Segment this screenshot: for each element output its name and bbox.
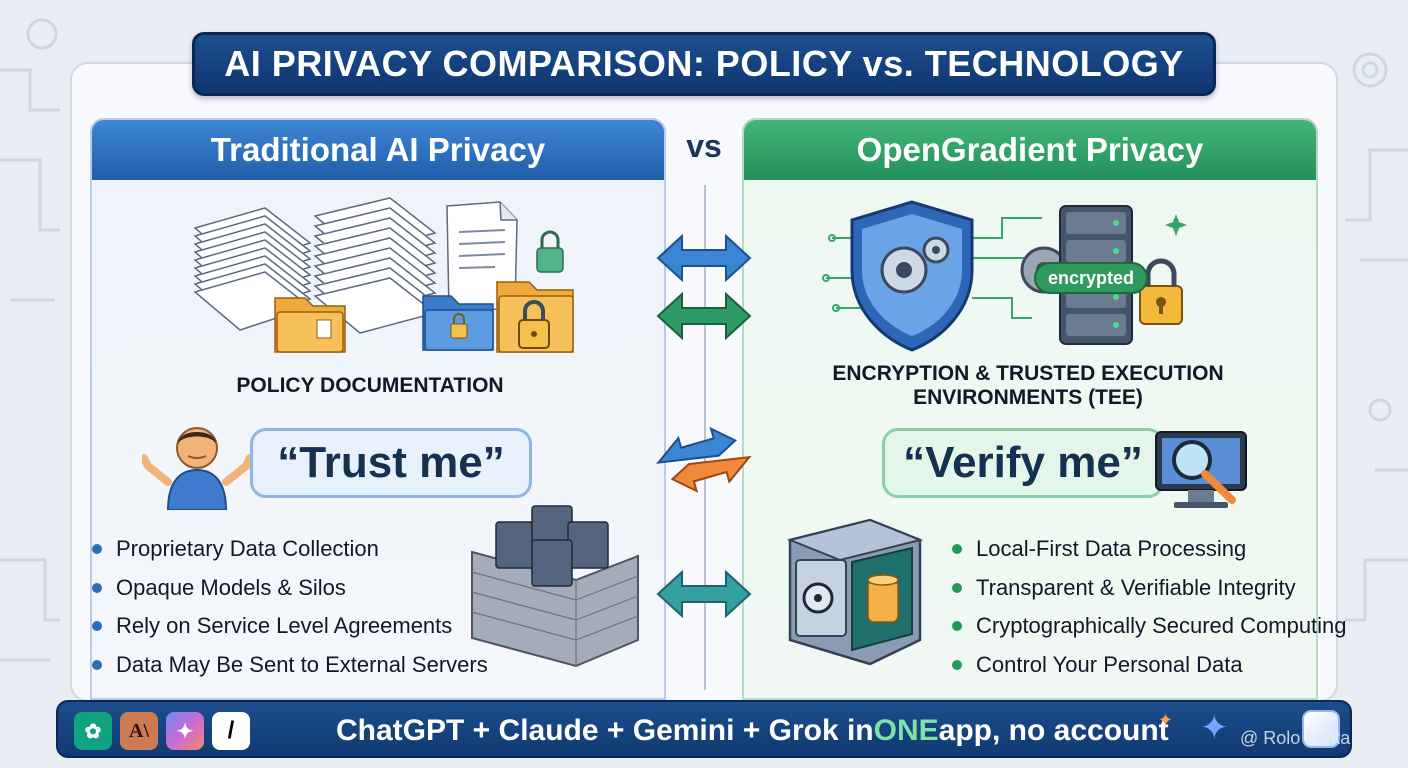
policy-documentation-caption: POLICY DOCUMENTATION: [236, 374, 504, 397]
monitor-magnifier-icon: [1155, 431, 1247, 508]
database-icon: [867, 574, 899, 623]
opengradient-panel: OpenGradient Privacy: [742, 118, 1318, 700]
bullet-dot: [92, 544, 102, 555]
encryption-tee-illustration: [822, 200, 1187, 352]
verify-me-bubble: “Verify me”: [882, 428, 1164, 498]
center-arrows: [655, 233, 752, 619]
list-item: Control Your Personal Data: [952, 646, 1347, 685]
claude-icon: A\: [120, 712, 158, 750]
double-arrow-3-icon: [656, 569, 752, 619]
sparkle-icon: ✦: [1158, 710, 1174, 730]
exchange-arrow-orange-icon: [670, 455, 752, 493]
secure-vault-icon: [786, 518, 924, 666]
opengradient-heading: OpenGradient Privacy: [744, 120, 1316, 180]
orange-folder-lock-icon: [496, 281, 574, 353]
orange-folder-icon: [274, 297, 346, 353]
small-padlock-icon: [536, 230, 564, 273]
shrugging-person-icon: [142, 427, 252, 510]
list-item: Rely on Service Level Agreements: [92, 607, 488, 646]
encryption-caption-line1: ENCRYPTION & TRUSTED EXECUTION: [832, 362, 1224, 385]
bullet-dot: [952, 659, 962, 670]
center-divider: [704, 185, 706, 690]
grok-icon: /: [212, 712, 250, 750]
policy-documents-illustration: [193, 197, 574, 353]
encrypted-tag: encrypted: [1034, 262, 1148, 294]
sparkle-icon: ✦: [1200, 709, 1229, 747]
page-title: AI PRIVACY COMPARISON: POLICY vs. TECHNO…: [192, 32, 1216, 96]
exchange-arrow-blue-icon: [655, 426, 737, 464]
bullet-dot: [952, 544, 962, 555]
list-item: Data May Be Sent to External Servers: [92, 646, 488, 685]
gemini-icon: ✦: [166, 712, 204, 750]
bullet-dot: [952, 621, 962, 632]
list-item: Local-First Data Processing: [952, 530, 1347, 569]
sparkle-icon: [1165, 214, 1187, 236]
bullet-dot: [92, 621, 102, 632]
bullet-dot: [92, 582, 102, 593]
watermark: @ Rolo Larka: [1240, 728, 1351, 748]
double-arrow-2-icon: [656, 291, 752, 341]
bullet-dot: [92, 659, 102, 670]
opengradient-bullet-list: Local-First Data Processing Transparent …: [952, 530, 1347, 684]
list-item: Opaque Models & Silos: [92, 569, 488, 608]
traditional-bullet-list: Proprietary Data Collection Opaque Model…: [92, 530, 488, 684]
blue-folder-lock-icon: [422, 295, 494, 351]
footer-banner[interactable]: ✿ A\ ✦ / ChatGPT + Claude + Gemini + Gro…: [56, 700, 1352, 758]
traditional-heading: Traditional AI Privacy: [92, 120, 664, 180]
padlock-icon: [1139, 258, 1183, 325]
shield-gear-icon: [850, 200, 974, 352]
footer-promo-text: ChatGPT + Claude + Gemini + Grok in ONE …: [336, 714, 1169, 747]
chatgpt-icon: ✿: [74, 712, 112, 750]
app-logo-icon: [1302, 710, 1340, 748]
double-arrow-1-icon: [656, 233, 752, 283]
list-item: Proprietary Data Collection: [92, 530, 488, 569]
list-item: Cryptographically Secured Computing: [952, 607, 1347, 646]
encryption-caption-line2: ENVIRONMENTS (TEE): [913, 386, 1143, 409]
bullet-dot: [952, 582, 962, 593]
firewall-servers-icon: [471, 505, 639, 668]
vs-label: vs: [686, 128, 722, 164]
trust-me-bubble: “Trust me”: [250, 428, 532, 498]
list-item: Transparent & Verifiable Integrity: [952, 569, 1347, 608]
